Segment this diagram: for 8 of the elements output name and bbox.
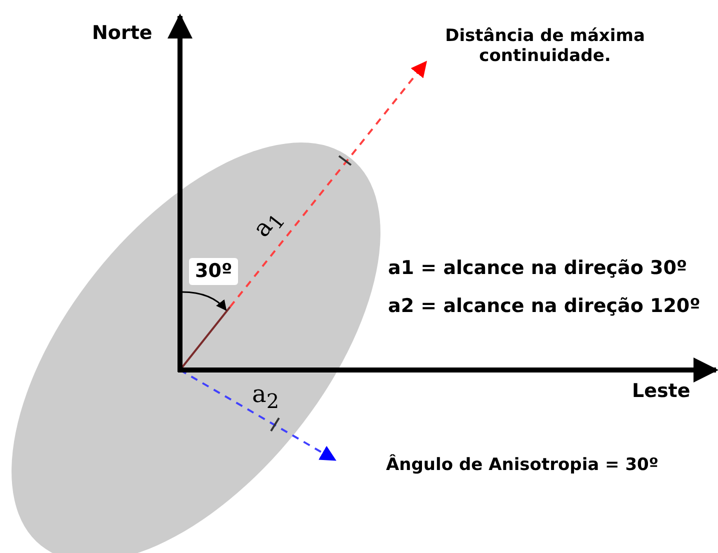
- axis-label: Leste: [632, 380, 690, 403]
- annotation-text: Ângulo de Anisotropia = 30º: [386, 455, 658, 476]
- axis-label: Norte: [92, 22, 152, 45]
- annotation-text: Distância de máxima continuidade.: [444, 26, 646, 67]
- legend-text: a2 = alcance na direção 120º: [388, 295, 700, 318]
- range-label: a$_{2}$: [252, 380, 280, 413]
- legend-text: a1 = alcance na direção 30º: [388, 257, 688, 280]
- angle-label: 30º: [189, 258, 238, 285]
